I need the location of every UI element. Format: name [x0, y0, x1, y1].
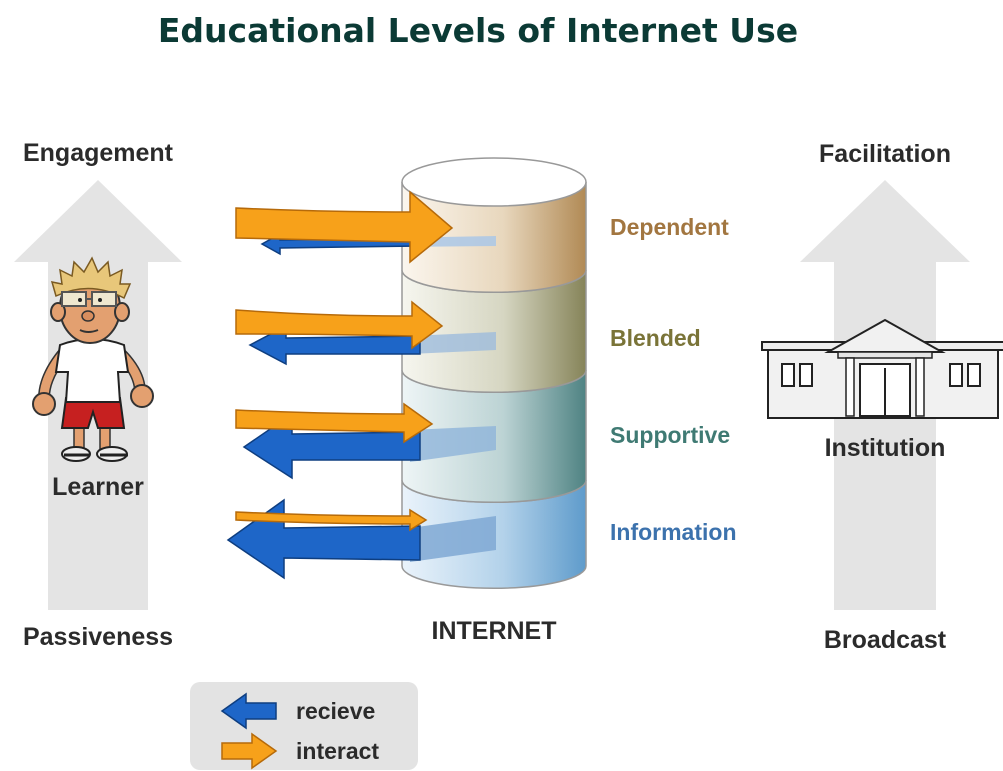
institution-label: Institution [825, 434, 946, 462]
receive-arrow-supportive-icon [242, 412, 496, 480]
level-label-blended: Blended [610, 325, 701, 351]
cylinder-top [401, 157, 587, 207]
internet-label: INTERNET [432, 617, 557, 645]
learner-label: Learner [52, 473, 144, 501]
learner-cartoon-icon [32, 256, 154, 462]
legend-interact-label: interact [296, 738, 379, 764]
broadcast-label: Broadcast [824, 626, 947, 654]
interact-arrow-information-icon [235, 508, 428, 532]
interact-arrow-blended-icon [235, 300, 444, 350]
interact-arrow-dependent-icon [235, 190, 454, 264]
interact-arrow-supportive-icon [235, 402, 434, 444]
level-label-supportive: Supportive [610, 422, 730, 448]
arrow-left-icon [220, 692, 277, 730]
building-icon [761, 318, 1003, 419]
receive-arrow-blended-icon [248, 324, 496, 366]
passiveness-label: Passiveness [23, 623, 173, 651]
level-label-information: Information [610, 519, 737, 545]
legend-receive-label: recieve [296, 698, 375, 724]
diagram-title: Educational Levels of Internet Use [158, 11, 798, 50]
level-label-dependent: Dependent [610, 214, 729, 240]
arrow-right-icon [221, 732, 278, 770]
engagement-label: Engagement [23, 139, 174, 167]
legend: recieve interact [190, 682, 418, 770]
facilitation-label: Facilitation [819, 140, 951, 168]
